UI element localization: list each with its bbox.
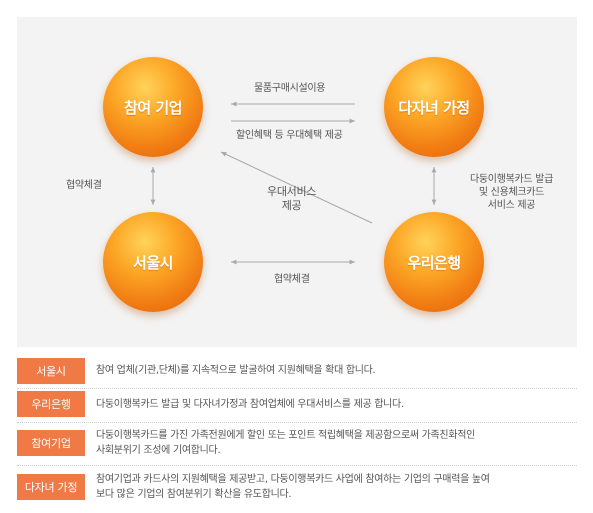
legend-desc: 참여 업체(기관,단체)를 지속적으로 발굴하여 지원혜택을 확대 합니다. (96, 363, 566, 378)
label-benefit-service-line: 제공 (281, 199, 302, 212)
legend-tag: 우리은행 (17, 391, 85, 417)
node-family: 다자녀 가정 (384, 57, 484, 157)
legend-divider (17, 422, 577, 423)
legend-row-participant: 참여기업 다둥이행복카드를 가진 가족전원에게 할인 또는 포인트 적립혜택을 … (17, 428, 577, 460)
label-agreement-bottom: 협약체결 (274, 274, 310, 285)
legend-divider (17, 388, 577, 389)
node-family-label: 다자녀 가정 (398, 98, 470, 117)
node-seoul: 서울시 (103, 212, 203, 312)
legend-desc-line: 참여기업과 카드사의 지원혜택을 제공받고, 다둥이행복카드 사업에 참여하는 … (96, 474, 490, 485)
label-purchase: 물품구매시설이용 (254, 83, 326, 94)
node-seoul-label: 서울시 (133, 253, 173, 272)
label-benefit-service: 우대서비스 제공 (267, 185, 316, 213)
legend-row-family: 다자녀 가정 참여기업과 카드사의 지원혜택을 제공받고, 다둥이행복카드 사업… (17, 472, 577, 504)
label-card-issue-line: 및 신용체크카드 (478, 187, 545, 198)
legend-desc: 참여기업과 카드사의 지원혜택을 제공받고, 다둥이행복카드 사업에 참여하는 … (96, 472, 566, 502)
legend-desc-line: 사회분위기 조성에 기여합니다. (96, 445, 221, 456)
node-participant-label: 참여 기업 (124, 98, 182, 117)
legend-divider (17, 465, 577, 466)
legend-desc-line: 다둥이행복카드를 가진 가족전원에게 할인 또는 포인트 적립혜택을 제공함으로… (96, 430, 476, 441)
node-bank: 우리은행 (384, 212, 484, 312)
label-agreement-left: 협약체결 (66, 180, 102, 191)
legend-row-bank: 우리은행 다둥이행복카드 발급 및 다자녀가정과 참여업체에 우대서비스를 제공… (17, 391, 577, 417)
legend-desc: 다둥이행복카드를 가진 가족전원에게 할인 또는 포인트 적립혜택을 제공함으로… (96, 428, 566, 458)
diagram-arrows (150, 101, 437, 265)
legend-tag: 서울시 (17, 358, 85, 384)
legend-tag: 참여기업 (17, 430, 85, 456)
label-card-issue-line: 서비스 제공 (487, 200, 536, 211)
legend-desc: 다둥이행복카드 발급 및 다자녀가정과 참여업체에 우대서비스를 제공 합니다. (96, 397, 566, 412)
legend-desc-line: 다둥이행복카드 발급 및 다자녀가정과 참여업체에 우대서비스를 제공 합니다. (96, 399, 404, 410)
label-discount: 할인혜택 등 우대혜택 제공 (236, 130, 343, 141)
node-bank-label: 우리은행 (407, 253, 461, 272)
label-benefit-service-line: 우대서비스 (267, 185, 317, 198)
legend-desc-line: 보다 많은 기업의 참여분위기 확산을 유도합니다. (96, 489, 292, 500)
node-participant: 참여 기업 (103, 57, 203, 157)
legend-row-seoul: 서울시 참여 업체(기관,단체)를 지속적으로 발굴하여 지원혜택을 확대 합니… (17, 358, 577, 384)
legend-tag: 다자녀 가정 (17, 474, 85, 500)
legend-desc-line: 참여 업체(기관,단체)를 지속적으로 발굴하여 지원혜택을 확대 합니다. (96, 365, 376, 376)
label-card-issue: 다둥이행복카드 발급 및 신용체크카드 서비스 제공 (470, 173, 553, 212)
label-card-issue-line: 다둥이행복카드 발급 (470, 174, 553, 185)
relationship-diagram: 참여 기업 다자녀 가정 서울시 우리은행 물품구매시설이용 할인혜택 등 우대… (17, 17, 577, 347)
arrow-bank-to-participant (220, 151, 373, 224)
